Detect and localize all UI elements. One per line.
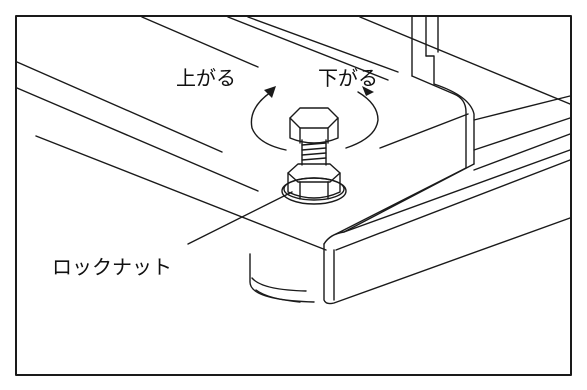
figure-frame	[15, 15, 572, 376]
lock-nut-leader	[187, 191, 293, 245]
adjuster-foot	[249, 253, 315, 303]
lower-label: 下がる	[318, 66, 378, 90]
bracket	[323, 16, 571, 305]
raise-label: 上がる	[176, 66, 236, 90]
panel-surface-lines	[16, 16, 571, 251]
rotation-arrows	[250, 91, 379, 151]
bolt-assembly	[281, 107, 347, 205]
arrowhead-right	[362, 86, 374, 96]
arrowhead-left	[264, 86, 276, 98]
lock-nut-label: ロックナット	[52, 255, 172, 279]
